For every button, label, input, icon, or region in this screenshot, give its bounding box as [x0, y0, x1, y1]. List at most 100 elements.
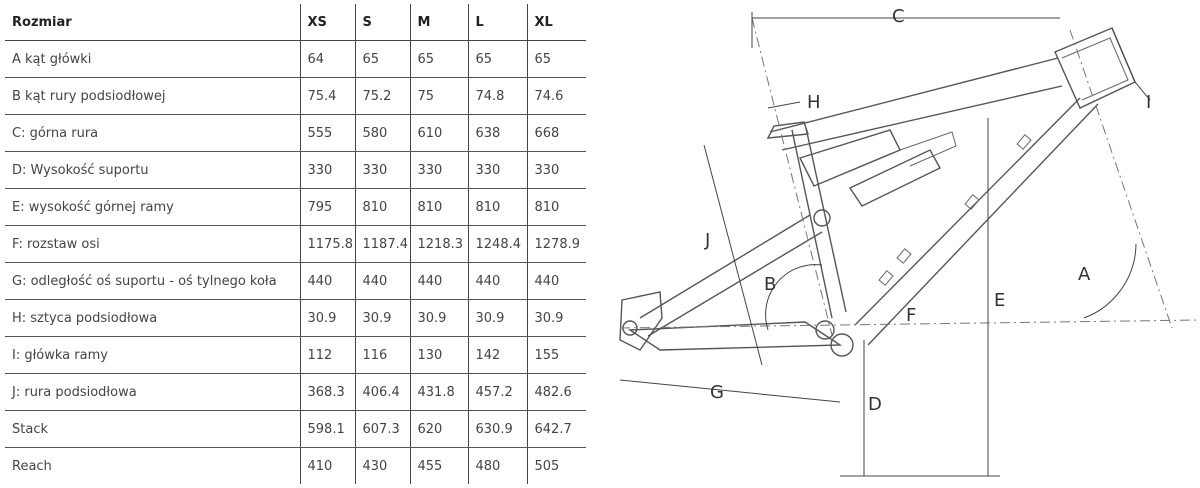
table-header-row: Rozmiar XS S M L XL	[5, 4, 586, 41]
header-xs: XS	[299, 4, 355, 41]
row-value: 142	[467, 336, 527, 374]
row-value: 410	[299, 447, 355, 484]
row-value: 74.6	[526, 77, 586, 115]
row-value: 1218.3	[409, 225, 468, 263]
row-value: 440	[409, 262, 468, 300]
row-value: 65	[526, 40, 586, 78]
row-value: 810	[526, 188, 586, 226]
header-s: S	[354, 4, 410, 41]
row-value: 64	[299, 40, 355, 78]
row-value: 607.3	[354, 410, 410, 448]
row-value: 1175.8	[299, 225, 355, 263]
row-value: 1278.9	[526, 225, 586, 263]
row-label: I: główka ramy	[5, 336, 300, 374]
row-value: 431.8	[409, 373, 468, 411]
row-value: 810	[354, 188, 410, 226]
row-value: 74.8	[467, 77, 527, 115]
row-value: 430	[354, 447, 410, 484]
row-value: 505	[526, 447, 586, 484]
bike-frame	[619, 27, 1136, 357]
row-value: 65	[354, 40, 410, 78]
row-value: 630.9	[467, 410, 527, 448]
label-c: C	[892, 6, 905, 27]
row-value: 330	[354, 151, 410, 189]
row-label: Stack	[5, 410, 300, 448]
row-value: 795	[299, 188, 355, 226]
label-f: F	[906, 305, 916, 326]
label-i: I	[1146, 92, 1151, 113]
row-value: 75.2	[354, 77, 410, 115]
row-value: 330	[299, 151, 355, 189]
row-value: 75.4	[299, 77, 355, 115]
row-value: 440	[354, 262, 410, 300]
row-value: 75	[409, 77, 468, 115]
row-value: 440	[526, 262, 586, 300]
row-value: 455	[409, 447, 468, 484]
row-label: H: sztyca podsiodłowa	[5, 299, 300, 337]
row-value: 65	[467, 40, 527, 78]
row-value: 130	[409, 336, 468, 374]
row-value: 112	[299, 336, 355, 374]
header-xl: XL	[526, 4, 586, 41]
frame-geometry-diagram: C H I J B A E F G D	[619, 6, 1200, 477]
row-value: 1248.4	[467, 225, 527, 263]
header-l: L	[467, 4, 527, 41]
row-value: 610	[409, 114, 468, 152]
row-value: 30.9	[467, 299, 527, 337]
label-e: E	[994, 290, 1005, 311]
dimension-labels: C H I J B A E F G D	[704, 6, 1151, 415]
row-value: 30.9	[526, 299, 586, 337]
row-value: 598.1	[299, 410, 355, 448]
row-value: 555	[299, 114, 355, 152]
row-value: 30.9	[299, 299, 355, 337]
row-value: 330	[467, 151, 527, 189]
label-d: D	[868, 394, 882, 415]
row-label: A kąt główki	[5, 40, 300, 78]
row-label: J: rura podsiodłowa	[5, 373, 300, 411]
header-m: M	[409, 4, 468, 41]
row-label: Reach	[12, 458, 52, 474]
row-value: 406.4	[354, 373, 410, 411]
row-value: 1187.4	[354, 225, 410, 263]
row-label: E: wysokość górnej ramy	[5, 188, 300, 226]
row-value: 810	[467, 188, 527, 226]
row-value: 810	[409, 188, 468, 226]
row-label: G: odległość oś suportu - oś tylnego koł…	[5, 262, 300, 300]
label-h: H	[807, 92, 821, 113]
label-j: J	[704, 230, 710, 251]
row-value: 480	[467, 447, 527, 484]
row-value: 440	[299, 262, 355, 300]
label-g: G	[710, 382, 724, 403]
row-value: 580	[354, 114, 410, 152]
row-label: B kąt rury podsiodłowej	[5, 77, 300, 115]
row-value: 642.7	[526, 410, 586, 448]
header-size: Rozmiar	[5, 4, 300, 41]
row-value: 457.2	[467, 373, 527, 411]
dimension-lines	[619, 12, 1200, 477]
row-label: F: rozstaw osi	[5, 225, 300, 263]
row-value: 116	[354, 336, 410, 374]
row-label: D: Wysokość suportu	[5, 151, 300, 189]
row-value: 368.3	[299, 373, 355, 411]
row-value: 330	[526, 151, 586, 189]
row-value: 155	[526, 336, 586, 374]
row-label: C: górna rura	[5, 114, 300, 152]
row-value: 482.6	[526, 373, 586, 411]
row-value: 668	[526, 114, 586, 152]
label-b: B	[764, 274, 776, 295]
label-a: A	[1078, 264, 1091, 285]
row-value: 65	[409, 40, 468, 78]
row-value: 620	[409, 410, 468, 448]
